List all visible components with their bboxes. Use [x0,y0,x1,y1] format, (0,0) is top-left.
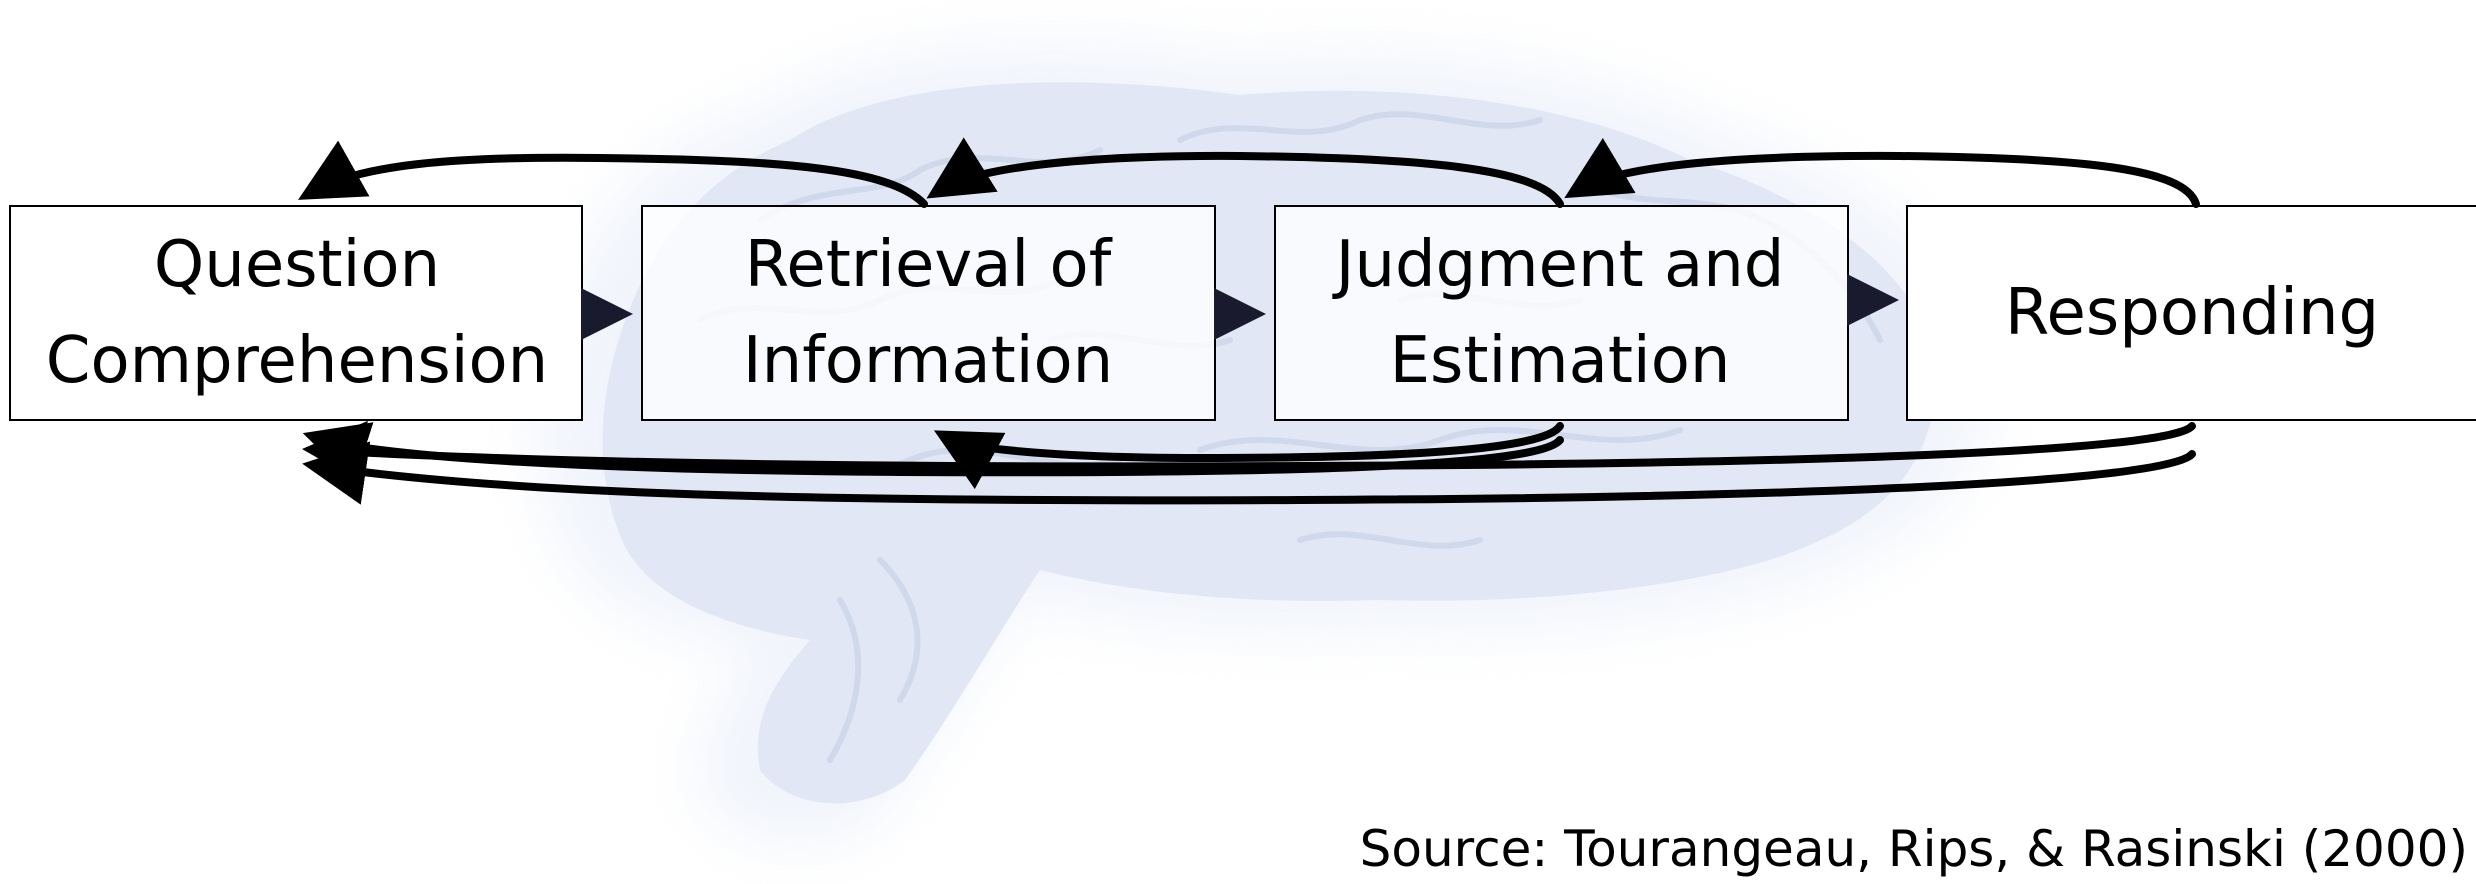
step-label-question: Question Comprehension [45,228,549,398]
feedback-arrows-below [302,420,2196,505]
step-label-retrieval: Retrieval of Information [742,228,1114,398]
feedback-arrow-responding-judgment [1564,137,2200,208]
step-box-question [9,205,583,421]
step-box-retrieval [641,205,1216,421]
forward-arrows [581,274,1899,340]
source-caption: Source: Tourangeau, Rips, & Rasinski (20… [1359,820,2468,878]
feedback-arrow-retrieval-question [298,140,928,208]
step-label-responding: Responding [2004,276,2380,350]
step-label-judgment: Judgment and Estimation [1335,228,1785,398]
feedback-arrow-responding-question-below-1 [302,420,2196,485]
step-boxes [9,205,2476,421]
step-box-judgment [1274,205,1849,421]
feedback-arrow-judgment-retrieval [926,137,1564,208]
feedback-arrows-above [298,137,2200,208]
step-box-responding [1906,205,2476,421]
feedback-arrow-responding-question-below-2 [302,441,2196,505]
feedback-arrow-judgment-retrieval-below [933,422,1564,490]
